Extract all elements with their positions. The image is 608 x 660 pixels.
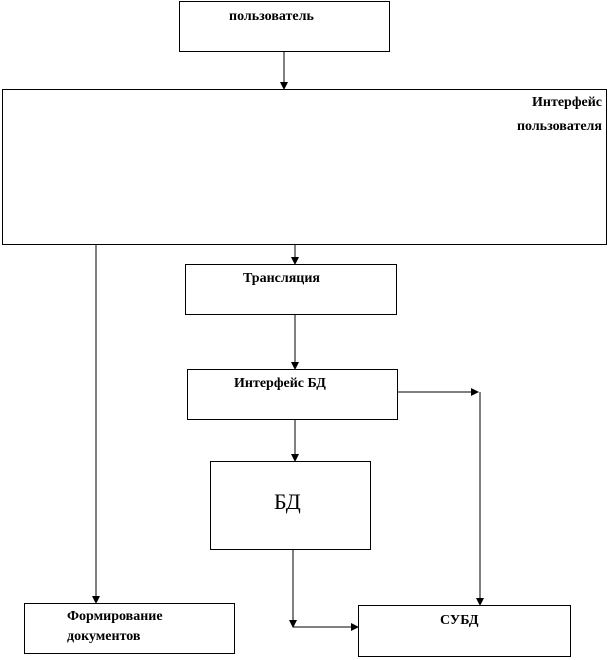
node-user-interface-label-1: Интерфейс [531,95,602,110]
node-user-interface-label-2: пользователя [516,119,602,134]
node-dbms: СУБД [358,605,571,657]
node-db: БД [210,461,371,550]
node-db-interface: Интерфейс БД [187,369,398,420]
node-db-label: БД [274,489,301,514]
node-db-interface-label: Интерфейс БД [234,376,326,391]
node-user: пользователь [179,1,390,52]
node-documents-label-2: документов [67,629,141,644]
node-user-label: пользователь [229,9,314,24]
node-dbms-label: СУБД [440,613,479,628]
node-user-interface: Интерфейс пользователя [2,89,607,245]
node-translation: Трансляция [185,264,397,315]
node-documents: Формирование документов [24,603,235,654]
node-documents-label-1: Формирование [67,609,163,624]
node-translation-label: Трансляция [243,271,321,286]
